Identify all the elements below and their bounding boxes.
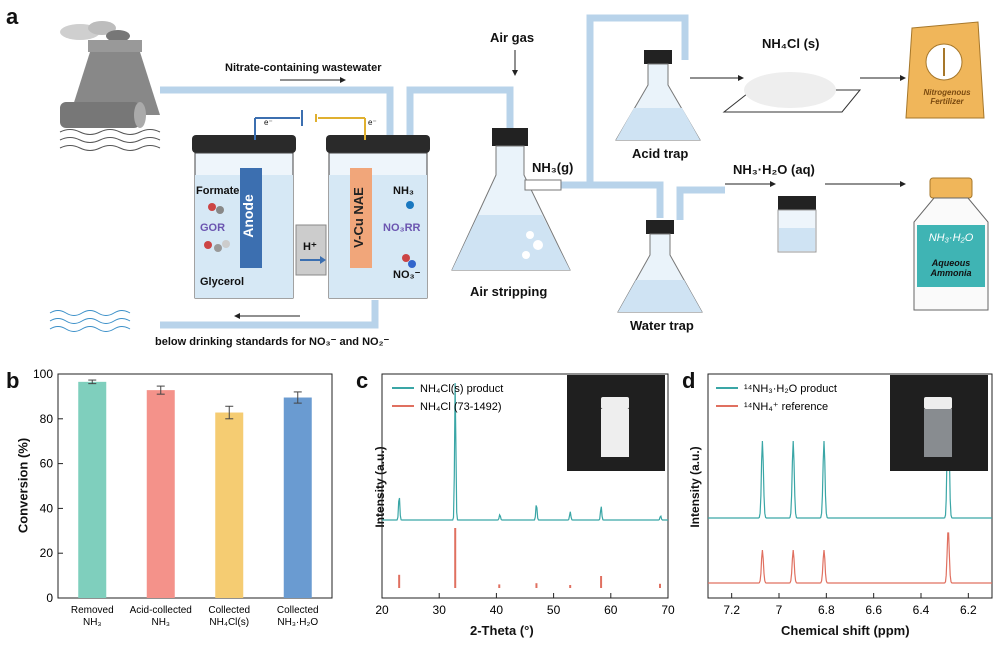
bar: [146, 390, 175, 598]
chart-c-frame: [381, 373, 669, 599]
series-line: [382, 382, 668, 521]
x-tick-label: 6.6: [865, 603, 882, 617]
cathode-cell: [315, 114, 430, 299]
ammonia-bottle-icon: [913, 177, 989, 311]
category-label: Removed: [71, 605, 114, 616]
bar: [215, 412, 244, 598]
formate-label: Formate: [196, 185, 240, 197]
panel-c-inset-photo: [567, 375, 665, 471]
x-tick-label: 6.2: [960, 603, 977, 617]
x-tick-label: 40: [490, 603, 504, 617]
series-line: [708, 400, 992, 519]
panel-d-letter: d: [682, 368, 696, 393]
x-tick-label: 7: [776, 603, 783, 617]
y-tick-label: 20: [40, 546, 54, 560]
category-label: Collected: [277, 605, 319, 616]
category-label: NH₃: [83, 617, 102, 628]
legend-label: NH₄Cl (73-1492): [420, 401, 502, 413]
category-label: NH₃·H₂O: [277, 617, 318, 628]
bar: [78, 381, 107, 598]
no3rr-label: NO₃RR: [383, 222, 421, 234]
panel-b-letter: b: [6, 368, 20, 393]
x-tick-label: 30: [433, 603, 447, 617]
y-tick-label: 0: [46, 591, 53, 605]
air-stripping-flask: [451, 50, 571, 271]
legend-label: NH₄Cl(s) product: [420, 383, 503, 395]
bottle-name-label: Aqueous Ammonia: [930, 258, 972, 278]
anode-cell: [192, 110, 303, 299]
electron-left-label: e⁻: [264, 118, 273, 127]
x-tick-label: 6.4: [913, 603, 930, 617]
acid-trap-flask: [615, 50, 701, 141]
below-standards-label: below drinking standards for NO₃⁻ and NO…: [155, 336, 390, 348]
x-tick-label: 7.2: [723, 603, 740, 617]
water-trap-flask: [617, 220, 703, 313]
nh3-gas-label: NH₃(g): [532, 160, 574, 175]
fertilizer-bag-icon: [905, 21, 985, 119]
chart-d-frame: [707, 373, 993, 599]
panel-d-xlabel: Chemical shift (ppm): [781, 623, 910, 638]
legend-label: ¹⁴NH₃·H₂O product: [744, 383, 837, 395]
category-label: Acid-collected: [130, 605, 192, 616]
legend-label: ¹⁴NH₄⁺ reference: [744, 401, 828, 413]
x-tick-label: 70: [661, 603, 675, 617]
panel-a-letter: a: [6, 4, 19, 29]
y-tick-label: 100: [33, 367, 53, 381]
nh4cl-solid-label: NH₄Cl (s): [762, 36, 820, 51]
panel-c-letter: c: [356, 368, 369, 393]
x-tick-label: 60: [604, 603, 618, 617]
factory-icon: [59, 21, 161, 151]
glycerol-label: Glycerol: [200, 276, 245, 288]
series-line: [708, 532, 992, 584]
y-tick-label: 60: [40, 457, 54, 471]
category-label: NH₃: [151, 617, 170, 628]
category-label: Collected: [208, 605, 250, 616]
panel-b-frame: [57, 373, 333, 599]
nitrate-wastewater-label: Nitrate-containing wastewater: [225, 62, 382, 74]
x-tick-label: 20: [375, 603, 389, 617]
water-trap-label: Water trap: [630, 318, 694, 333]
y-tick-label: 40: [40, 501, 54, 515]
y-tick-label: 80: [40, 412, 54, 426]
category-label: NH₄Cl(s): [209, 617, 249, 628]
panel-c-xlabel: 2-Theta (°): [470, 623, 534, 638]
gor-label: GOR: [200, 222, 226, 234]
h-plus-label: H⁺: [303, 241, 317, 253]
bar: [283, 397, 312, 598]
fertilizer-label: Nitrogenous Fertilizer: [923, 88, 971, 106]
panel-d-inset-photo: [890, 375, 988, 471]
nh3-label: NH₃: [393, 185, 414, 197]
x-tick-label: 6.8: [818, 603, 835, 617]
panel-a-schematic: [49, 14, 989, 332]
electron-right-label: e⁻: [368, 118, 377, 127]
x-tick-label: 50: [547, 603, 561, 617]
bottle-formula-label: NH₃·H₂O: [928, 232, 974, 244]
air-stripping-label: Air stripping: [470, 284, 548, 299]
no3-label: NO₃⁻: [393, 269, 421, 281]
air-gas-label: Air gas: [490, 30, 535, 45]
acid-trap-label: Acid trap: [632, 146, 689, 161]
nh3-aq-label: NH₃·H₂O (aq): [733, 162, 815, 177]
